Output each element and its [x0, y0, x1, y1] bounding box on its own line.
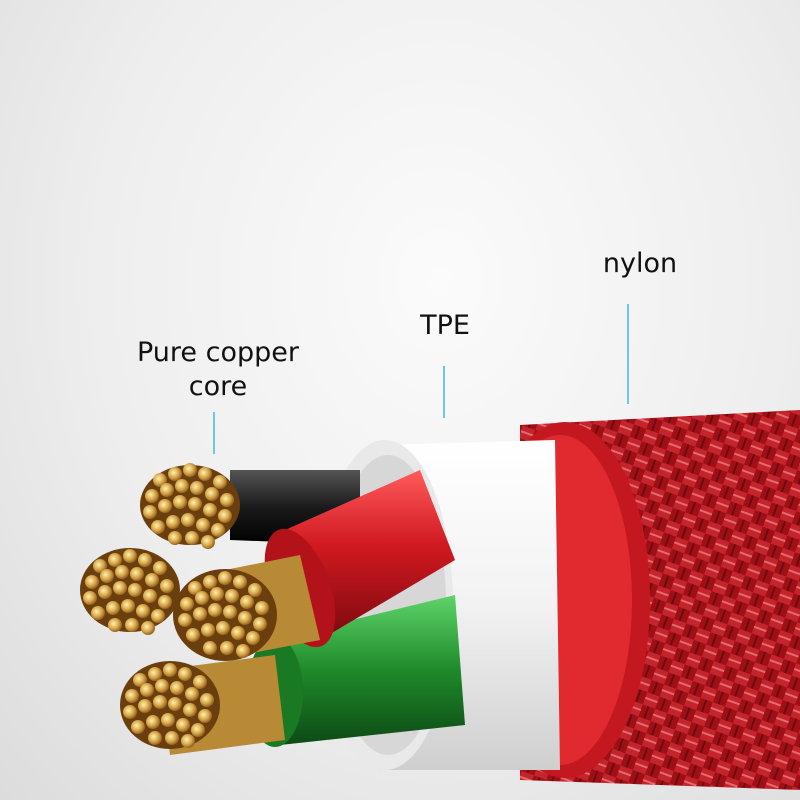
label-nylon: nylon: [602, 248, 678, 279]
label-pure-copper-line1: Pure copper: [137, 337, 299, 368]
nylon-leader-line: [627, 304, 629, 404]
label-tpe: TPE: [420, 310, 470, 341]
tpe-leader-line: [443, 366, 445, 418]
copper-core-bottom: [120, 655, 285, 755]
copper-core-center: [173, 555, 320, 661]
label-pure-copper-line2: core: [188, 371, 248, 402]
label-pure-copper-core: Pure copper core: [118, 336, 318, 404]
copper-leader-line: [213, 412, 215, 454]
copper-core-left: [80, 548, 180, 635]
copper-core-top: [140, 463, 240, 549]
